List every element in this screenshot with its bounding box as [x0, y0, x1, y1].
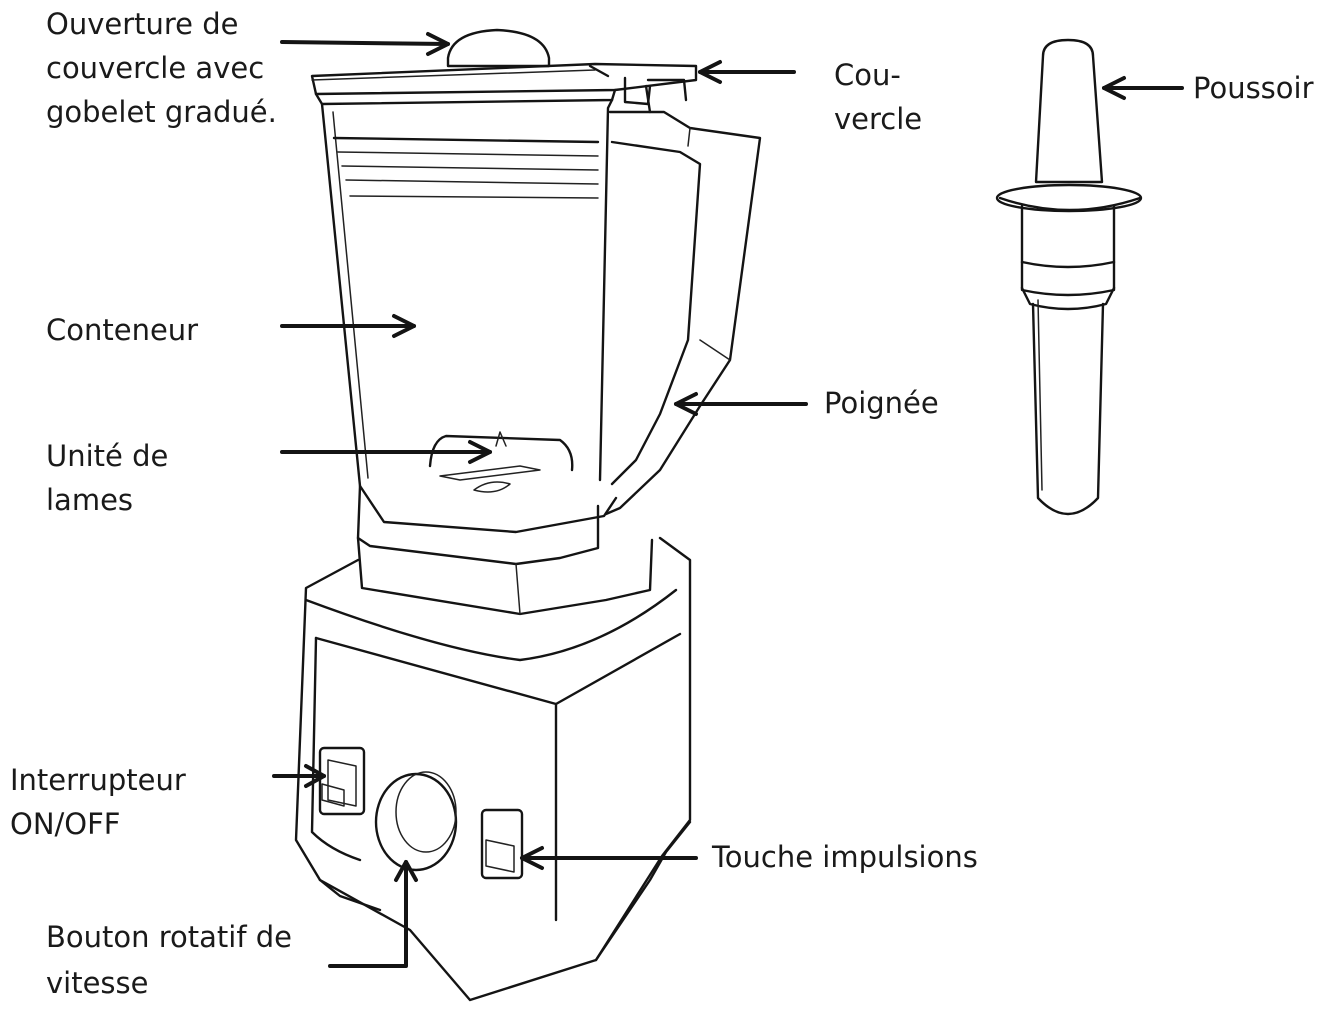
label-speed-dial: Bouton rotatif de vitesse: [46, 914, 292, 1006]
label-lid-opening-line1: Ouverture de: [46, 7, 239, 41]
label-lid-line2: vercle: [834, 102, 923, 136]
label-lid-line1: Cou-: [834, 58, 901, 92]
label-blade-unit-line2: lames: [46, 483, 134, 517]
handle-drawing: [604, 84, 762, 516]
label-lid-opening: Ouverture de couvercle avec gobelet grad…: [46, 2, 277, 134]
arrow-blade-unit: [280, 440, 492, 464]
label-lid-opening-line2: couvercle avec: [46, 51, 265, 85]
container-drawing: [320, 98, 654, 616]
arrow-container: [280, 314, 416, 338]
label-lid-opening-line3: gobelet gradué.: [46, 95, 277, 129]
arrow-tamper: [1102, 76, 1184, 100]
label-tamper: Poussoir: [1193, 71, 1314, 105]
label-blade-unit-line1: Unité de: [46, 439, 169, 473]
motor-base-drawing: [294, 536, 692, 1002]
label-power-switch: Interrupteur ON/OFF: [10, 758, 186, 846]
arrow-lid-opening: [280, 32, 450, 56]
arrow-pulse-button: [520, 846, 698, 870]
arrow-lid: [698, 60, 796, 84]
label-pulse-button: Touche impulsions: [712, 840, 978, 874]
arrow-speed-dial: [328, 860, 418, 968]
callout-arrows: [272, 32, 1184, 968]
label-power-switch-line2: ON/OFF: [10, 807, 121, 841]
lid-drawing: [310, 28, 698, 106]
arrow-power-switch: [272, 764, 326, 788]
label-lid: Cou- vercle: [834, 53, 922, 141]
arrow-handle: [674, 392, 808, 416]
label-speed-dial-line2: vitesse: [46, 966, 149, 1000]
label-container: Conteneur: [46, 313, 199, 347]
label-speed-dial-line1: Bouton rotatif de: [46, 920, 293, 954]
tamper-drawing: [995, 38, 1143, 516]
label-handle: Poignée: [824, 386, 939, 420]
label-power-switch-line1: Interrupteur: [10, 763, 186, 797]
label-blade-unit: Unité de lames: [46, 434, 168, 522]
